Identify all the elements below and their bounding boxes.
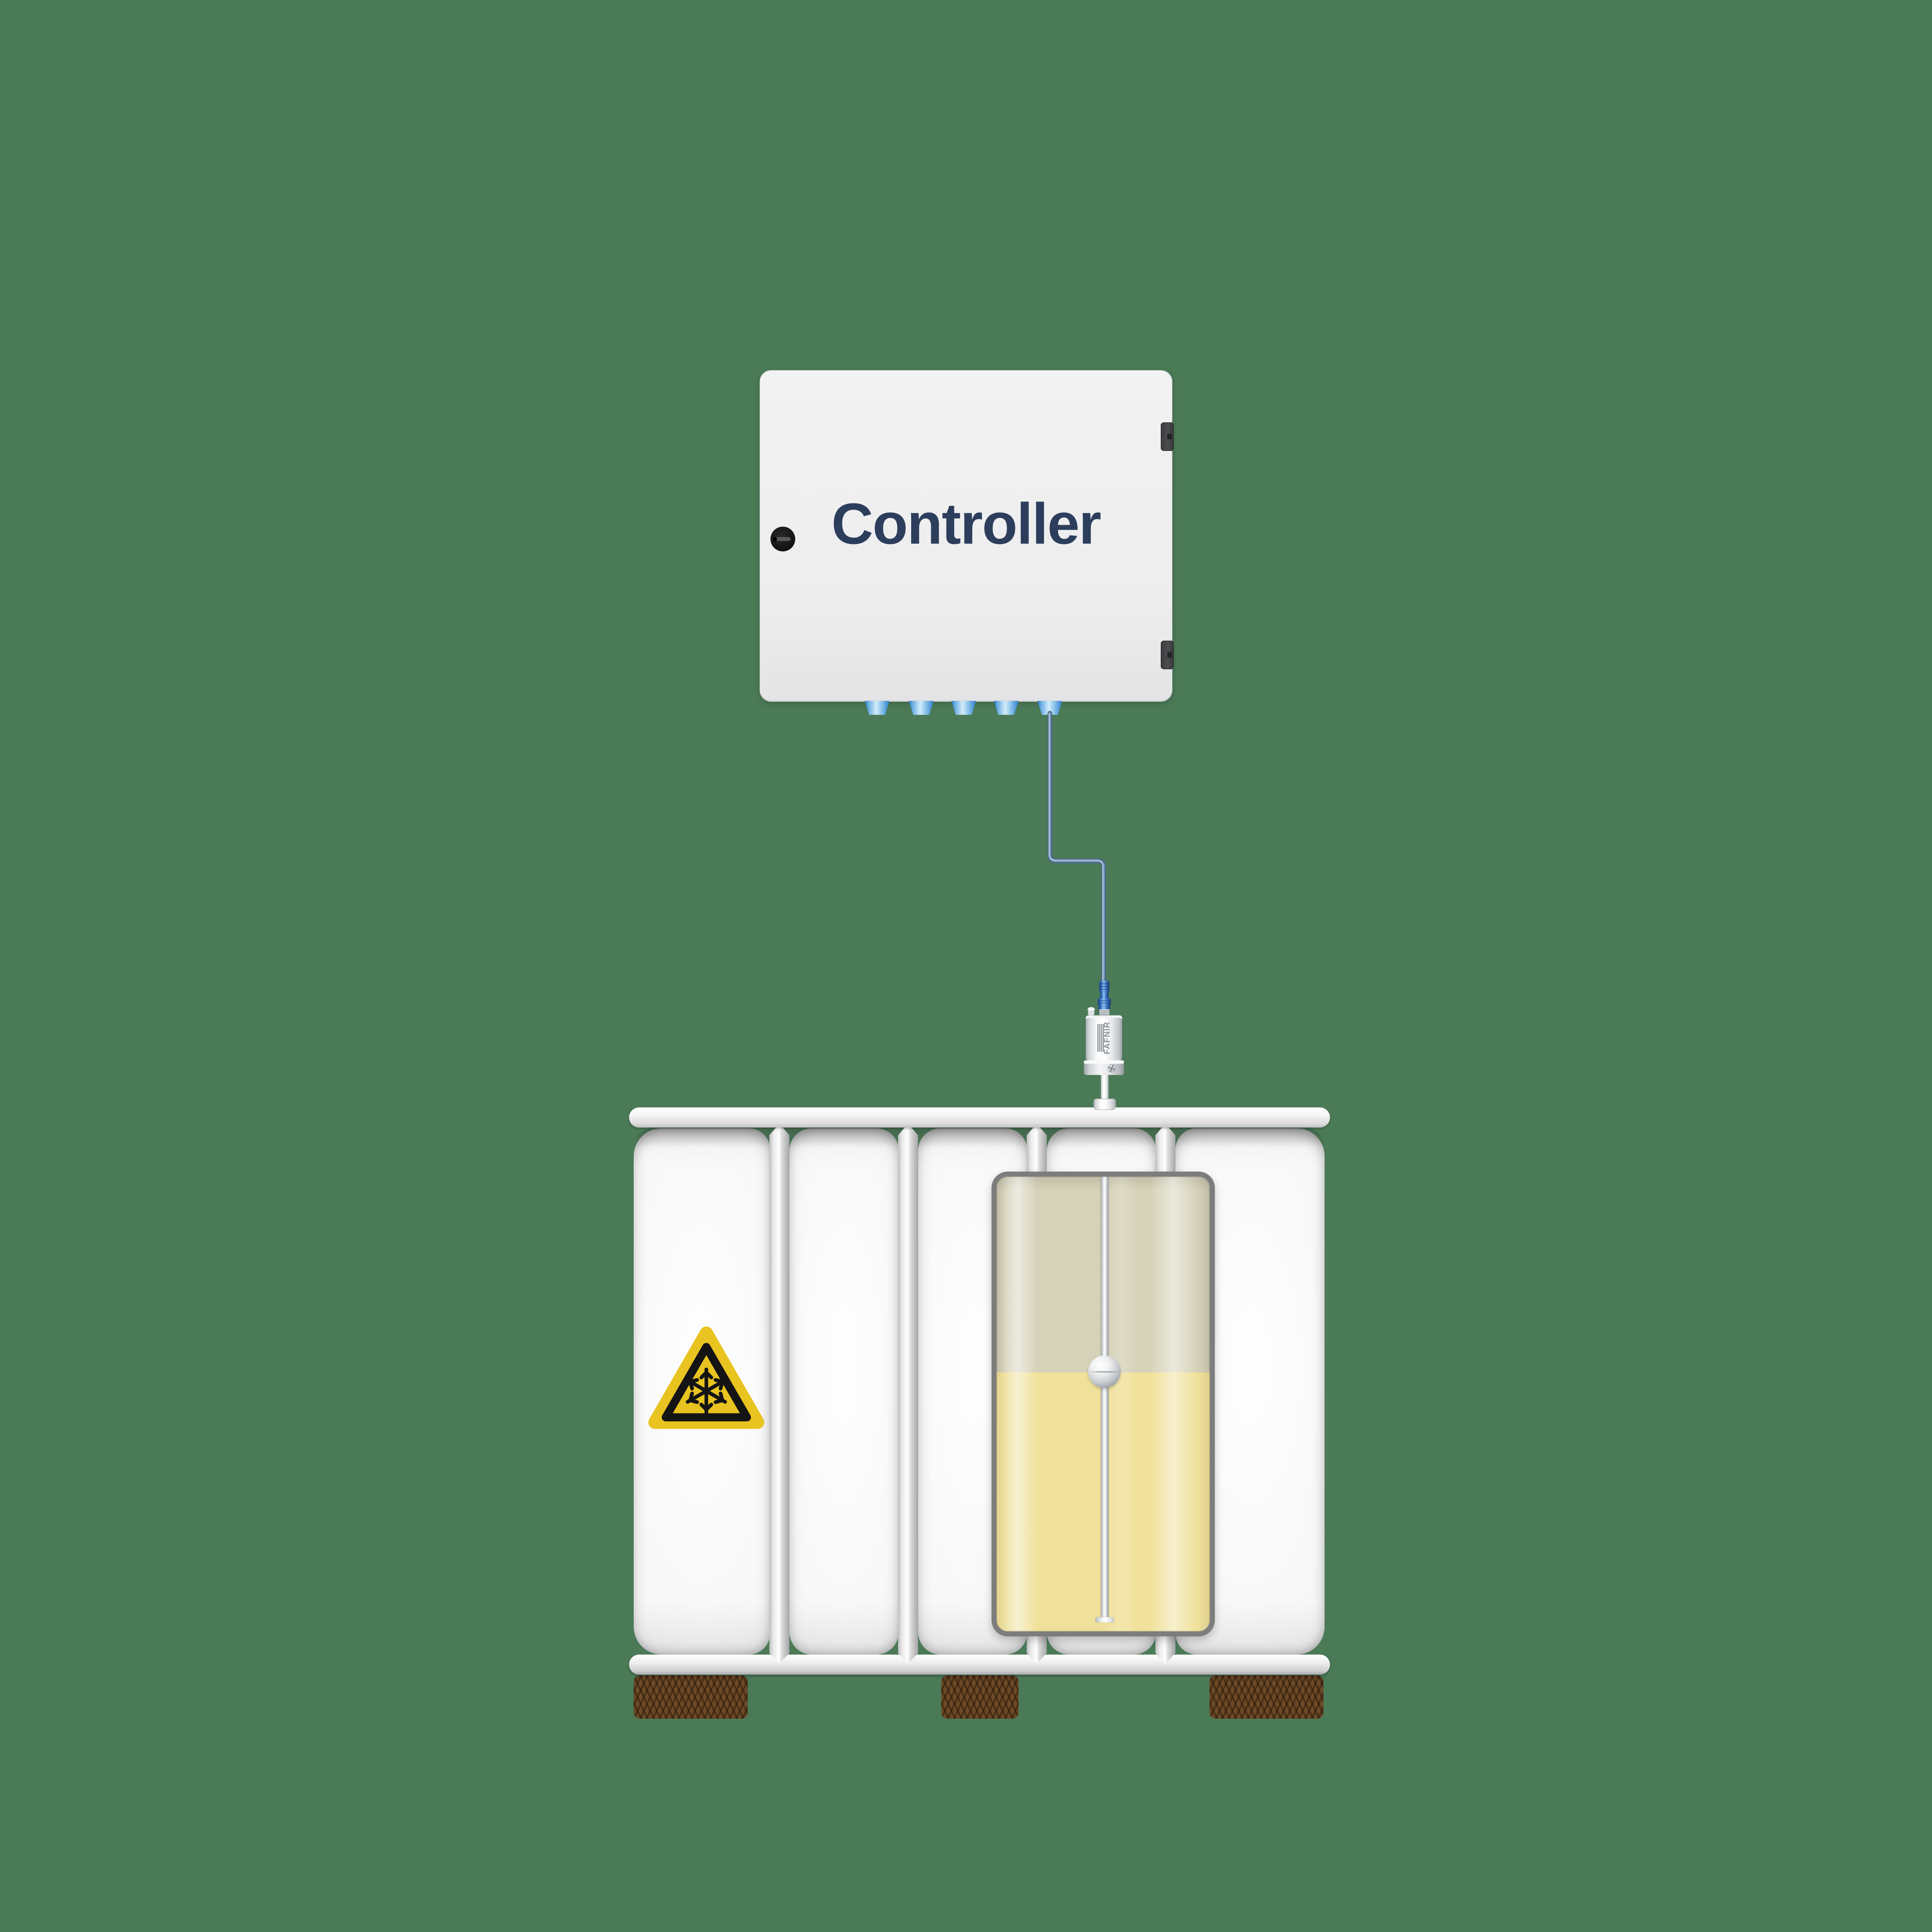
door-lock-knob [770,527,795,551]
controller-enclosure: Controller [760,370,1174,702]
pallet-foot [634,1675,748,1719]
probe-end-stop [1095,1617,1114,1622]
level-sensor: FAFNIR [1084,981,1124,1110]
pallet-foot [1209,1675,1323,1719]
lock-slot [775,537,791,541]
tank-panel [789,1128,899,1655]
controller-label: Controller [831,491,1102,556]
cable-gland [865,701,889,715]
pallet-foot [941,1675,1019,1719]
sensor-body: FAFNIR [1085,1015,1122,1060]
lock-pin [773,537,777,541]
tank-frame-bar [898,1124,918,1664]
tank-interior [997,1177,1210,1631]
tank-top-bar [629,1107,1330,1128]
sensor-cable [1048,711,1106,985]
tank-cutaway-window [992,1172,1215,1636]
brand-logo: FAFNIR [1097,1022,1112,1054]
tank-frame-bar [769,1124,789,1664]
hinge-icon [1161,641,1174,669]
vent-nipple [1087,1007,1095,1016]
cable-gland [994,701,1019,715]
window-frame [992,1172,1215,1636]
hinge-icon [1161,422,1174,451]
low-temperature-warning-sign [648,1327,764,1429]
cable-gland [951,701,976,715]
top-bar-shadow [634,1128,1325,1148]
brand-label: FAFNIR [1103,1022,1112,1054]
probe-shaft [1101,1075,1109,1100]
tank-fitting-nut [1094,1099,1116,1110]
sensor-collar [1084,1060,1124,1075]
tank-bottom-bar [629,1655,1330,1675]
cable-gland [909,701,934,715]
connector-plug [1098,981,1111,1010]
float-ball [1088,1355,1121,1388]
probe-rod [1101,1177,1109,1617]
snowflake-icon [685,1367,727,1415]
